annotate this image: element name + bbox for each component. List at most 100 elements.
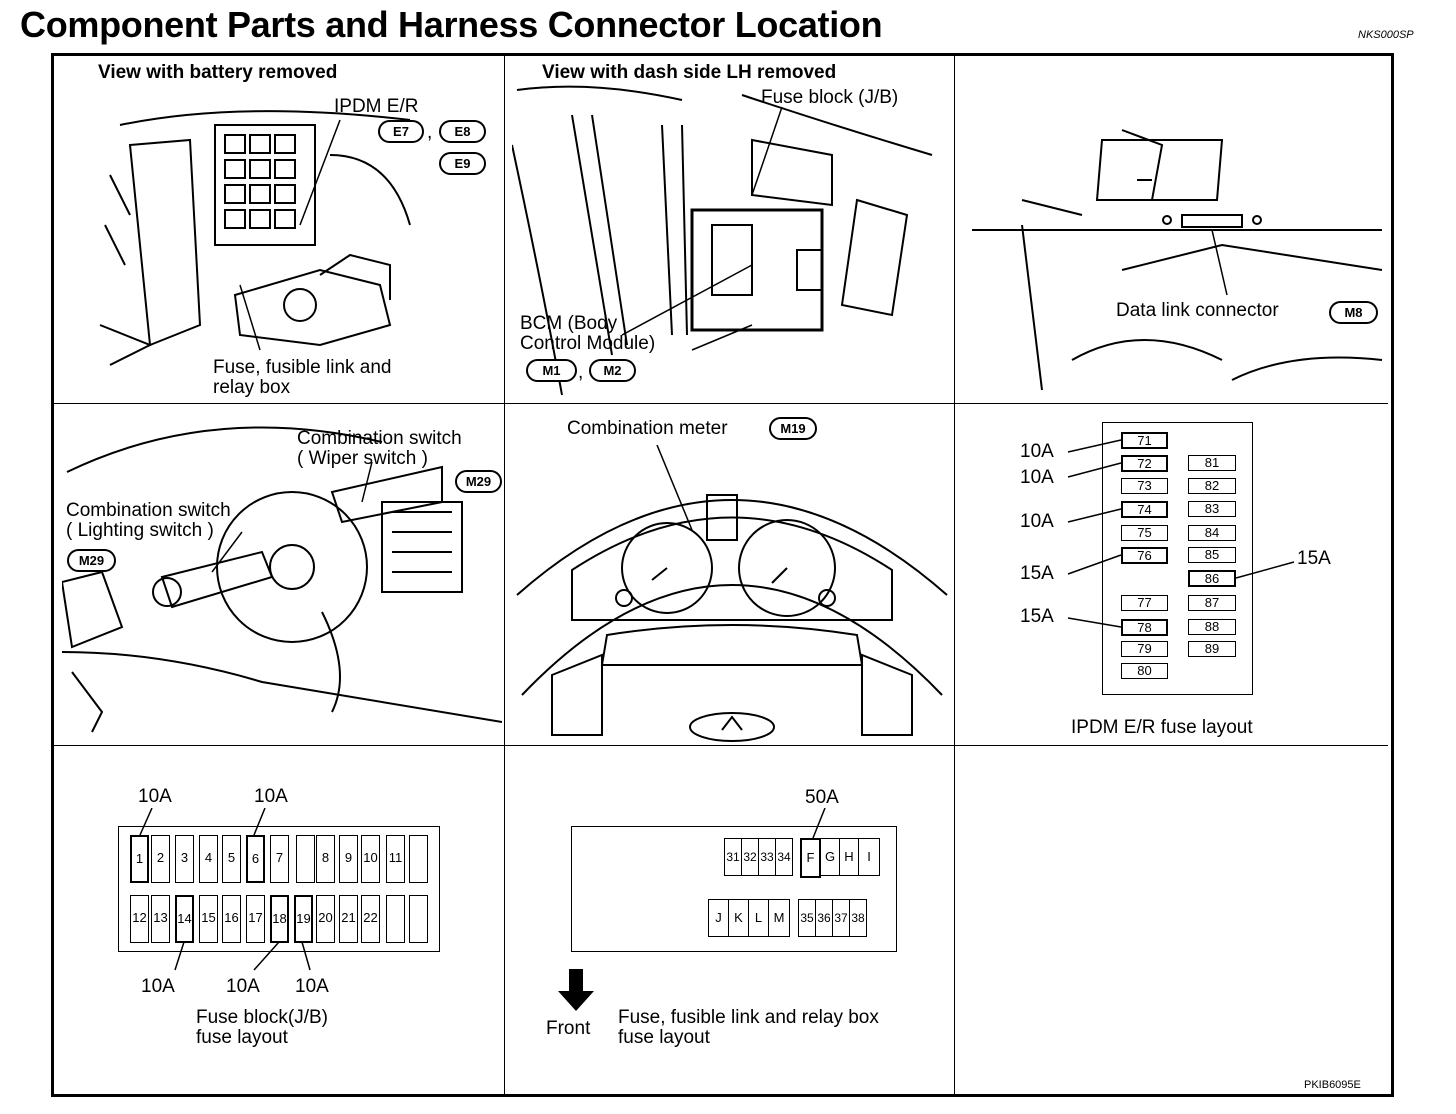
panel-heading: View with dash side LH removed [542, 62, 837, 83]
jb-fuse: 16 [222, 895, 241, 943]
ipdm-fuse: 78 [1121, 619, 1168, 636]
page-title: Component Parts and Harness Connector Lo… [20, 4, 883, 45]
ipdm-fuse: 75 [1121, 525, 1168, 541]
fuse-rating-label: 15A [1020, 563, 1054, 584]
relay-rating-leader [812, 808, 826, 839]
relay-box-fuse: 33 [758, 838, 776, 876]
jb-fuse: 11 [386, 835, 405, 883]
ipdm-fuse: 87 [1188, 595, 1236, 611]
ipdm-fuse: 88 [1188, 619, 1236, 635]
jb-fuse: 3 [175, 835, 194, 883]
jb-fuse: 14 [175, 895, 194, 943]
ipdm-fuse: 76 [1121, 547, 1168, 564]
fuse-block-label: Fuse block (J/B) [761, 87, 899, 108]
fuse-rating-label: 10A [1020, 467, 1054, 488]
jb-fuse: 9 [339, 835, 358, 883]
front-arrow-icon [558, 969, 594, 1011]
ipdm-fuse: 71 [1121, 432, 1168, 449]
connector-badge-e9: E9 [439, 152, 486, 175]
relay-box-fuse: M [768, 899, 790, 937]
separator: , [427, 122, 433, 143]
fuse-rating-label: 15A [1020, 606, 1054, 627]
jb-fuse: 20 [316, 895, 335, 943]
panel-heading: View with battery removed [98, 62, 338, 83]
jb-fuse [386, 895, 405, 943]
jb-fuse [409, 835, 428, 883]
relay-box-fuse-layout-caption-cont: fuse layout [618, 1027, 710, 1048]
jb-fuse: 18 [270, 895, 289, 943]
relay-box-fuse: 32 [741, 838, 759, 876]
relay-box-fuse: 36 [815, 899, 833, 937]
document-id: NKS000SP [1358, 29, 1414, 41]
ipdm-fuse: 80 [1121, 663, 1168, 679]
relay-box-fuse: J [708, 899, 729, 937]
connector-badge-m2: M2 [589, 359, 636, 382]
fuse-rating-label: 50A [805, 787, 839, 808]
relay-box-fuse: 37 [832, 899, 850, 937]
ipdm-fuse: 72 [1121, 455, 1168, 472]
jb-fuse: 21 [339, 895, 358, 943]
fuse-rating-label: 15A [1297, 548, 1331, 569]
connector-badge-e7: E7 [378, 120, 424, 143]
ipdm-fuse: 77 [1121, 595, 1168, 611]
fuse-box-label-cont: relay box [213, 377, 291, 398]
jb-fuse-box-outline [118, 826, 440, 952]
relay-box-fuse: 31 [724, 838, 742, 876]
engine-bay-illustration [99, 110, 411, 366]
relay-box-fuse: 34 [775, 838, 793, 876]
figure-id: PKIB6095E [1304, 1079, 1361, 1091]
connector-badge-m29: M29 [67, 549, 116, 572]
relay-box-outline [571, 826, 897, 952]
jb-fuse: 8 [316, 835, 335, 883]
connector-badge-m19: M19 [769, 417, 817, 440]
relay-box-fuse: 38 [849, 899, 867, 937]
jb-fuse: 7 [270, 835, 289, 883]
diagram-frame [51, 53, 1394, 1097]
wiper-switch-label-cont: ( Wiper switch ) [297, 448, 428, 469]
jb-fuse: 6 [246, 835, 265, 883]
fuse-box-label: Fuse, fusible link and [213, 357, 392, 378]
fuse-rating-label: 10A [138, 786, 172, 807]
instrument-cluster-illustration [516, 445, 948, 742]
jb-fuse: 1 [130, 835, 149, 883]
relay-box-fuse: K [728, 899, 749, 937]
jb-fuse: 13 [151, 895, 170, 943]
jb-fuse-layout-caption: Fuse block(J/B) [196, 1007, 328, 1028]
ipdm-fuse: 73 [1121, 478, 1168, 494]
bcm-label: BCM (Body [520, 313, 618, 334]
jb-fuse: 2 [151, 835, 170, 883]
fuse-rating-label: 10A [254, 786, 288, 807]
relay-box-fuse: 35 [798, 899, 816, 937]
ipdm-fuse: 86 [1188, 570, 1236, 587]
jb-rating-leaders [139, 808, 311, 971]
grid-divider [504, 54, 505, 1095]
ipdm-fuse: 83 [1188, 501, 1236, 517]
relay-box-fuse: L [748, 899, 769, 937]
fuse-rating-label: 10A [1020, 441, 1054, 462]
relay-box-fuse: I [858, 838, 880, 876]
data-link-connector-label: Data link connector [1116, 300, 1279, 321]
separator: , [578, 362, 584, 383]
jb-fuse-layout-caption-cont: fuse layout [196, 1027, 288, 1048]
ipdm-fuse-box-outline [1102, 422, 1253, 695]
connector-badge-m1: M1 [526, 359, 577, 382]
jb-fuse: 15 [199, 895, 218, 943]
jb-fuse [296, 835, 315, 883]
connector-badge-m8: M8 [1329, 301, 1378, 324]
ipdm-fuse: 74 [1121, 501, 1168, 518]
lighting-switch-label: Combination switch [66, 500, 231, 521]
grid-divider [54, 403, 1388, 404]
jb-fuse: 5 [222, 835, 241, 883]
ipdm-fuse: 89 [1188, 641, 1236, 657]
front-direction-label: Front [546, 1018, 591, 1039]
relay-box-fuse-layout-caption: Fuse, fusible link and relay box [618, 1007, 879, 1028]
ipdm-fuse-layout-caption: IPDM E/R fuse layout [1071, 717, 1253, 738]
fuse-rating-label: 10A [141, 976, 175, 997]
wiper-switch-label: Combination switch [297, 428, 462, 449]
jb-fuse [409, 895, 428, 943]
jb-fuse: 10 [361, 835, 380, 883]
combination-meter-label: Combination meter [567, 418, 728, 439]
ipdm-fuse: 79 [1121, 641, 1168, 657]
jb-fuse: 4 [199, 835, 218, 883]
grid-divider [954, 54, 955, 1095]
